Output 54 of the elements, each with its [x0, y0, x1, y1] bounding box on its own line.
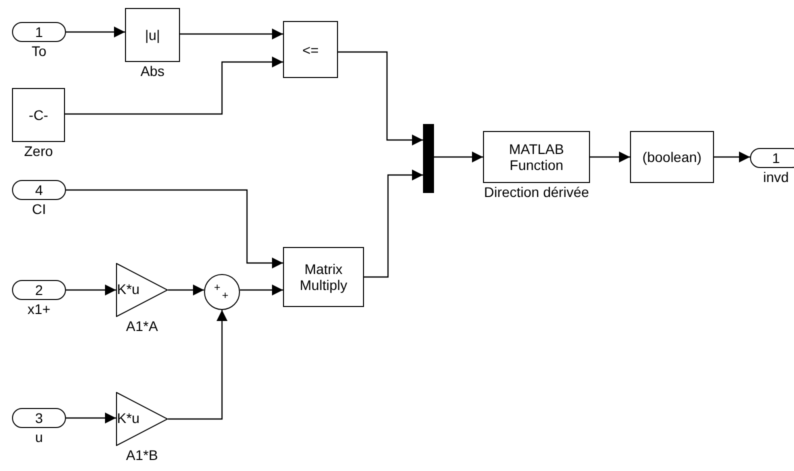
sign-label: + — [214, 283, 220, 294]
block-name: Direction dérivée — [484, 184, 590, 200]
block-name: invd — [763, 169, 789, 185]
connector-arrow — [434, 152, 483, 162]
block-label: 1 — [772, 150, 780, 166]
connector-arrow — [66, 412, 116, 424]
function-block — [630, 131, 714, 183]
connector-arrow — [338, 51, 423, 146]
gain-block — [116, 392, 168, 446]
gain-block — [116, 263, 168, 317]
sign-label: + — [222, 291, 228, 302]
port-block — [750, 148, 794, 168]
connector-arrow — [590, 152, 630, 162]
connector-arrow — [364, 170, 423, 278]
port-block — [12, 280, 66, 300]
block-label: -C- — [28, 107, 48, 123]
block-name: Zero — [24, 143, 53, 159]
connector-arrow — [168, 284, 204, 296]
port-block — [12, 408, 66, 428]
block-label: 1 — [35, 24, 43, 40]
block-label: |u| — [144, 27, 160, 43]
block-name: To — [32, 43, 46, 59]
block-label: K*u — [117, 410, 140, 426]
connector-arrow — [66, 189, 283, 268]
block-name: x1+ — [28, 301, 50, 317]
connector-arrow — [714, 152, 750, 162]
block-label: 3 — [35, 410, 43, 426]
function-block — [12, 88, 65, 142]
function-block — [483, 131, 590, 183]
block-label: 2 — [35, 282, 43, 298]
mux-bar — [423, 124, 434, 193]
connector-arrow — [66, 284, 116, 296]
block-name: A1*A — [126, 318, 158, 334]
sum-block — [204, 274, 240, 310]
block-name: CI — [32, 201, 46, 217]
block-label: K*u — [117, 281, 140, 297]
block-label: (boolean) — [642, 149, 702, 165]
connector-arrow — [65, 56, 283, 115]
connector-arrow — [66, 26, 125, 38]
block-label: 4 — [35, 182, 43, 198]
block-name: u — [35, 429, 43, 445]
port-block — [12, 180, 66, 200]
block-name: Abs — [140, 63, 165, 79]
connector-arrow — [168, 310, 228, 420]
block-name: A1*B — [126, 447, 158, 463]
function-block — [283, 21, 338, 78]
function-block — [283, 247, 364, 307]
block-label: MATLAB Function — [508, 141, 565, 173]
block-label: Matrix Multiply — [298, 261, 348, 293]
connector-arrow — [240, 284, 283, 296]
function-block — [125, 8, 180, 62]
connector-arrow — [180, 28, 283, 40]
port-block — [12, 22, 66, 42]
block-label: <= — [302, 42, 319, 58]
